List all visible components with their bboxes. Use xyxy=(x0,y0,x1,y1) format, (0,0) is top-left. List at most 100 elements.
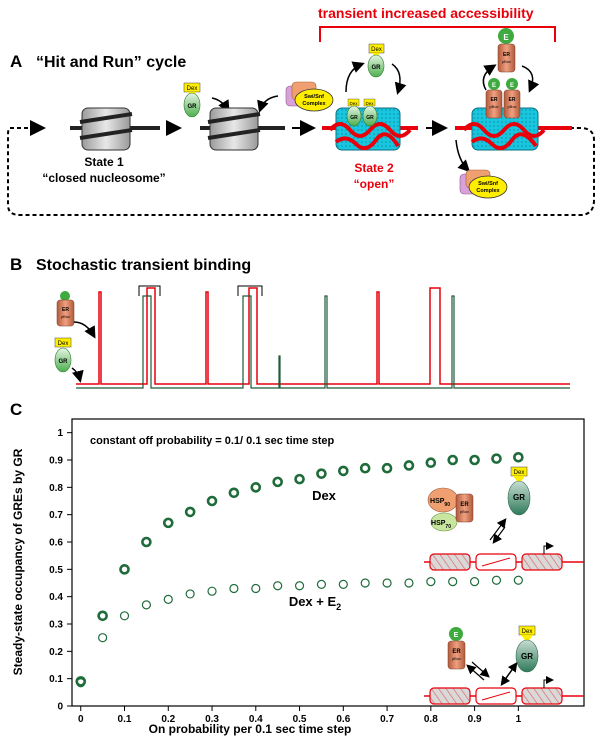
dex-data-point xyxy=(119,564,130,575)
x-tick-label: 0.3 xyxy=(205,714,219,725)
y-tick-label: 0.4 xyxy=(49,592,63,603)
swi-snf-complex-2: Swi/Snf Complex xyxy=(459,169,508,199)
overlap-bracket-1 xyxy=(138,285,161,296)
dex-data-point xyxy=(272,476,283,488)
closed-nucleosome-2 xyxy=(200,107,285,151)
panel-b-letter: B xyxy=(10,255,22,274)
svg-text:Dex: Dex xyxy=(187,86,198,92)
svg-text:GR: GR xyxy=(350,115,358,121)
inset-dex: HSP90 HSP70 ER pBox Dex GR xyxy=(424,466,584,571)
er-icon: ER pBox xyxy=(56,291,75,327)
svg-text:Dex: Dex xyxy=(514,470,525,476)
x-tick-label: 0 xyxy=(78,714,84,725)
svg-text:ER: ER xyxy=(62,307,69,313)
dex-e2-data-point xyxy=(251,583,261,594)
svg-text:Swi/Snf: Swi/Snf xyxy=(304,94,324,100)
svg-text:Swi/Snf: Swi/Snf xyxy=(478,181,498,187)
dex-e2-data-point xyxy=(76,678,86,688)
svg-text:ER: ER xyxy=(491,97,498,103)
dex-e2-data-point xyxy=(404,578,414,588)
dex-e2-data-point xyxy=(426,577,436,587)
overlap-bracket-2 xyxy=(237,285,263,296)
state2-subtitle: “open” xyxy=(354,177,395,191)
gr-binding-trace xyxy=(76,295,570,389)
state1-title: State 1 xyxy=(84,155,124,169)
dex-e2-data-point xyxy=(448,577,458,587)
open-chromatin-gr: Dex Dex GR GR Dex GR xyxy=(322,43,418,151)
dex-data-point xyxy=(294,473,305,485)
er-binding-trace xyxy=(76,287,570,385)
svg-text:Complex: Complex xyxy=(302,101,326,107)
panel-b: B Stochastic transient binding ER pBox D… xyxy=(10,255,570,389)
arrow-er-trace xyxy=(73,321,96,339)
y-tick-label: 0.8 xyxy=(49,483,63,494)
state2-title: State 2 xyxy=(354,161,394,175)
dex-data-point xyxy=(338,465,349,477)
svg-text:E: E xyxy=(510,83,514,89)
arrow-swi-out xyxy=(455,139,471,173)
svg-text:Dex: Dex xyxy=(365,101,374,106)
x-tick-label: 0.8 xyxy=(424,714,438,725)
dex-e2-data-point xyxy=(294,581,305,591)
dex-e2-data-point xyxy=(273,581,283,591)
dex-e2-data-point xyxy=(338,579,348,589)
dex-data-point xyxy=(447,454,459,466)
dex-e2-data-point xyxy=(316,579,327,589)
y-tick-label: 0.6 xyxy=(49,538,63,549)
y-tick-label: 0 xyxy=(57,702,63,713)
svg-text:GR: GR xyxy=(372,65,382,71)
panel-a: A “Hit and Run” cycle transient increase… xyxy=(7,5,595,216)
dex-data-point xyxy=(184,506,196,518)
dex-e2-data-point xyxy=(382,578,392,588)
dex-data-point xyxy=(425,457,437,469)
svg-text:pBox: pBox xyxy=(452,656,461,661)
svg-text:GR: GR xyxy=(188,104,198,110)
dex-data-point xyxy=(250,482,262,493)
dex-e2-data-point xyxy=(141,600,151,610)
x-tick-label: 0.7 xyxy=(380,714,394,725)
svg-text:Complex: Complex xyxy=(476,188,500,194)
y-tick-label: 0.9 xyxy=(49,456,63,467)
svg-text:pBox: pBox xyxy=(489,104,498,109)
svg-text:HSP70: HSP70 xyxy=(431,520,451,530)
panel-a-title: “Hit and Run” cycle xyxy=(36,54,186,71)
dex-data-point xyxy=(206,495,218,507)
series-label-dex: Dex xyxy=(312,488,337,503)
dex-e2-data-point xyxy=(163,594,173,605)
dex-e2-data-point xyxy=(207,586,217,596)
dex-e2-data-point xyxy=(229,583,239,594)
dex-data-point xyxy=(162,517,174,529)
dex-gr-a1: Dex GR xyxy=(183,82,201,118)
inset-dex-e2: E ER pBox Dex GR xyxy=(424,625,584,705)
accessibility-label: transient increased accessibility xyxy=(318,5,534,21)
series-label-dex-e2: Dex + E2 xyxy=(289,594,341,612)
x-tick-label: 0.6 xyxy=(336,714,350,725)
y-axis: 00.10.20.30.40.50.60.70.80.91 xyxy=(49,428,72,713)
cycle-dashed-path xyxy=(7,127,595,216)
y-tick-label: 1 xyxy=(57,428,63,439)
dex-e2-data-point xyxy=(513,575,523,585)
svg-text:E: E xyxy=(503,33,509,42)
dex-gr-icon-b: Dex GR xyxy=(54,337,72,373)
svg-text:ER: ER xyxy=(452,649,461,655)
y-tick-label: 0.1 xyxy=(49,674,63,685)
dex-e2-data-point xyxy=(119,611,130,621)
dex-data-point xyxy=(381,462,393,474)
x-tick-label: 0.9 xyxy=(468,714,482,725)
dex-e2-data-point xyxy=(469,577,480,587)
svg-text:GR: GR xyxy=(521,652,533,661)
dex-data-point xyxy=(513,451,524,463)
arrow-gr-trace xyxy=(71,367,84,383)
svg-text:pBox: pBox xyxy=(460,509,469,514)
svg-text:Dex: Dex xyxy=(522,629,533,635)
dex-e2-data-point xyxy=(98,633,108,643)
dex-e2-data-point xyxy=(491,575,502,585)
data-points xyxy=(75,451,524,688)
y-axis-label: Steady-state occupancy of GREs by GR xyxy=(11,448,25,675)
panel-b-title: Stochastic transient binding xyxy=(36,257,251,274)
svg-text:ER: ER xyxy=(460,502,469,508)
x-tick-label: 0.5 xyxy=(293,714,307,725)
dex-data-point xyxy=(469,454,480,466)
